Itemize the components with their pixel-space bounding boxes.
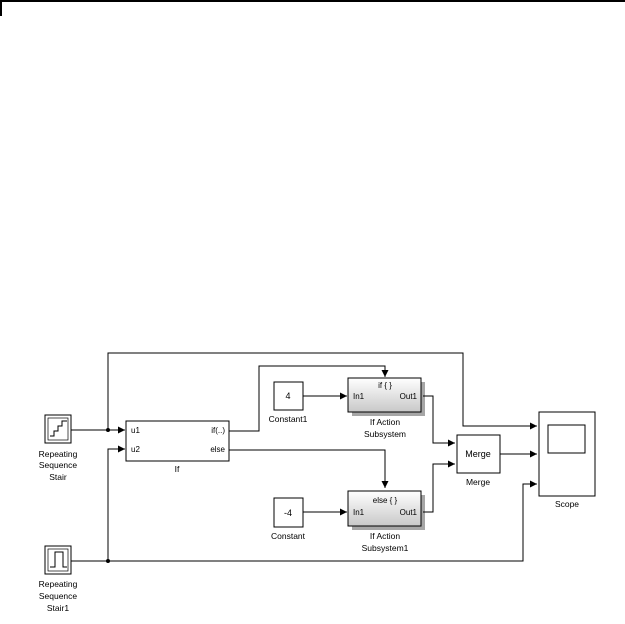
top-border-line bbox=[0, 0, 625, 2]
if-action-port-in1: In1 bbox=[353, 392, 365, 401]
constant1-value: 4 bbox=[285, 391, 290, 401]
if-action-subsystem-body[interactable] bbox=[347, 377, 422, 413]
staircase-icon bbox=[50, 420, 67, 437]
stair1-label-line1: Repeating bbox=[39, 579, 78, 589]
constant-block-body[interactable] bbox=[273, 497, 304, 528]
constant1-block-body[interactable] bbox=[273, 381, 304, 411]
if-action-title: if { } bbox=[378, 381, 392, 390]
merge-label: Merge bbox=[466, 477, 490, 487]
repeating-sequence-stair1-block[interactable]: Repeating Sequence Stair1 bbox=[39, 545, 78, 613]
stair-label-line1: Repeating bbox=[39, 449, 78, 459]
stair-icon-frame bbox=[47, 417, 69, 441]
if-action1-label-line1: If Action bbox=[370, 531, 401, 541]
stair-label-line3: Stair bbox=[49, 472, 67, 482]
wire-ifaction-to-merge[interactable] bbox=[423, 395, 455, 447]
if-action-port-out1: Out1 bbox=[400, 392, 418, 401]
constant-label: Constant bbox=[271, 531, 306, 541]
wire-stair1-to-if-u2[interactable] bbox=[107, 445, 125, 561]
scope-block[interactable]: Scope bbox=[538, 411, 596, 509]
constant1-label: Constant1 bbox=[269, 414, 308, 424]
stair1-icon-frame bbox=[47, 548, 69, 572]
wire-ifaction1-to-merge[interactable] bbox=[423, 460, 455, 513]
if-action-subsystem1-block[interactable]: else { } In1 Out1 If Action Subsystem1 bbox=[347, 490, 425, 553]
stair1-label-line3: Stair1 bbox=[47, 603, 69, 613]
if-action1-port-out1: Out1 bbox=[400, 508, 418, 517]
if-port-ifcond: if(..) bbox=[211, 426, 225, 435]
if-block-label: If bbox=[175, 464, 180, 474]
pulse-icon bbox=[50, 551, 67, 568]
constant1-block[interactable]: 4 Constant1 bbox=[269, 381, 308, 424]
if-action-subsystem1-body[interactable] bbox=[347, 490, 422, 527]
if-action1-port-in1: In1 bbox=[353, 508, 365, 517]
wire-stair-to-scope-in1[interactable] bbox=[107, 352, 537, 430]
if-action-label-line2: Subsystem bbox=[364, 429, 406, 439]
constant-block[interactable]: -4 Constant bbox=[271, 497, 306, 541]
scope-screen-icon bbox=[547, 424, 586, 454]
if-action1-title: else { } bbox=[373, 496, 398, 505]
repeating-sequence-stair-block[interactable]: Repeating Sequence Stair bbox=[39, 414, 78, 482]
signal-lines bbox=[71, 352, 537, 563]
constant-value: -4 bbox=[284, 508, 292, 518]
if-action1-label-line2: Subsystem1 bbox=[362, 543, 409, 553]
scope-label: Scope bbox=[555, 499, 579, 509]
if-port-else: else bbox=[210, 445, 225, 454]
stair1-block-body[interactable] bbox=[44, 545, 72, 575]
if-block-body[interactable] bbox=[125, 420, 230, 462]
top-border-tick bbox=[0, 0, 2, 16]
wire-if-to-ifaction-trigger[interactable] bbox=[229, 365, 389, 432]
wire-stair1-to-scope-in3[interactable] bbox=[71, 480, 537, 562]
if-port-u2: u2 bbox=[131, 445, 140, 454]
merge-block-text: Merge bbox=[465, 449, 491, 459]
wire-else-to-ifaction1-trigger[interactable] bbox=[229, 449, 389, 488]
merge-block-body[interactable] bbox=[456, 434, 501, 474]
stair1-label-line2: Sequence bbox=[39, 591, 78, 601]
stair-label-line2: Sequence bbox=[39, 460, 78, 470]
if-port-u1: u1 bbox=[131, 426, 140, 435]
if-action-label-line1: If Action bbox=[370, 417, 401, 427]
merge-block[interactable]: Merge Merge bbox=[456, 434, 501, 487]
if-block[interactable]: u1 u2 if(..) else If bbox=[125, 420, 230, 474]
if-action-subsystem-block[interactable]: if { } In1 Out1 If Action Subsystem bbox=[347, 377, 425, 439]
